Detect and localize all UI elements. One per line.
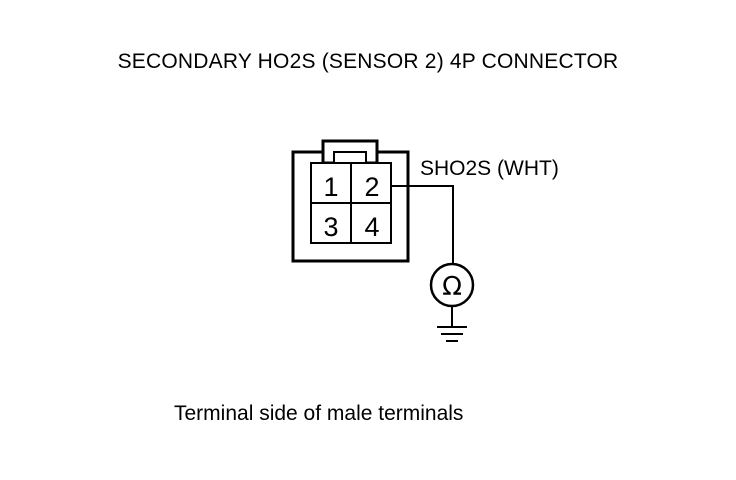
ohmmeter-icon: Ω xyxy=(429,262,475,308)
pin-1-label: 1 xyxy=(323,172,338,202)
pin-4-label: 4 xyxy=(364,212,379,242)
pin-3-label: 3 xyxy=(323,212,338,242)
probe-wire xyxy=(391,185,454,264)
diagram-title: SECONDARY HO2S (SENSOR 2) 4P CONNECTOR xyxy=(117,50,619,73)
connector-lock-tab-inner xyxy=(333,151,367,164)
wire-label: SHO2S (WHT) xyxy=(420,157,559,180)
diagram-caption: Terminal side of male terminals xyxy=(174,402,464,425)
pin-2-label: 2 xyxy=(364,172,379,202)
ohm-symbol: Ω xyxy=(442,272,462,302)
ground-icon xyxy=(437,326,467,342)
